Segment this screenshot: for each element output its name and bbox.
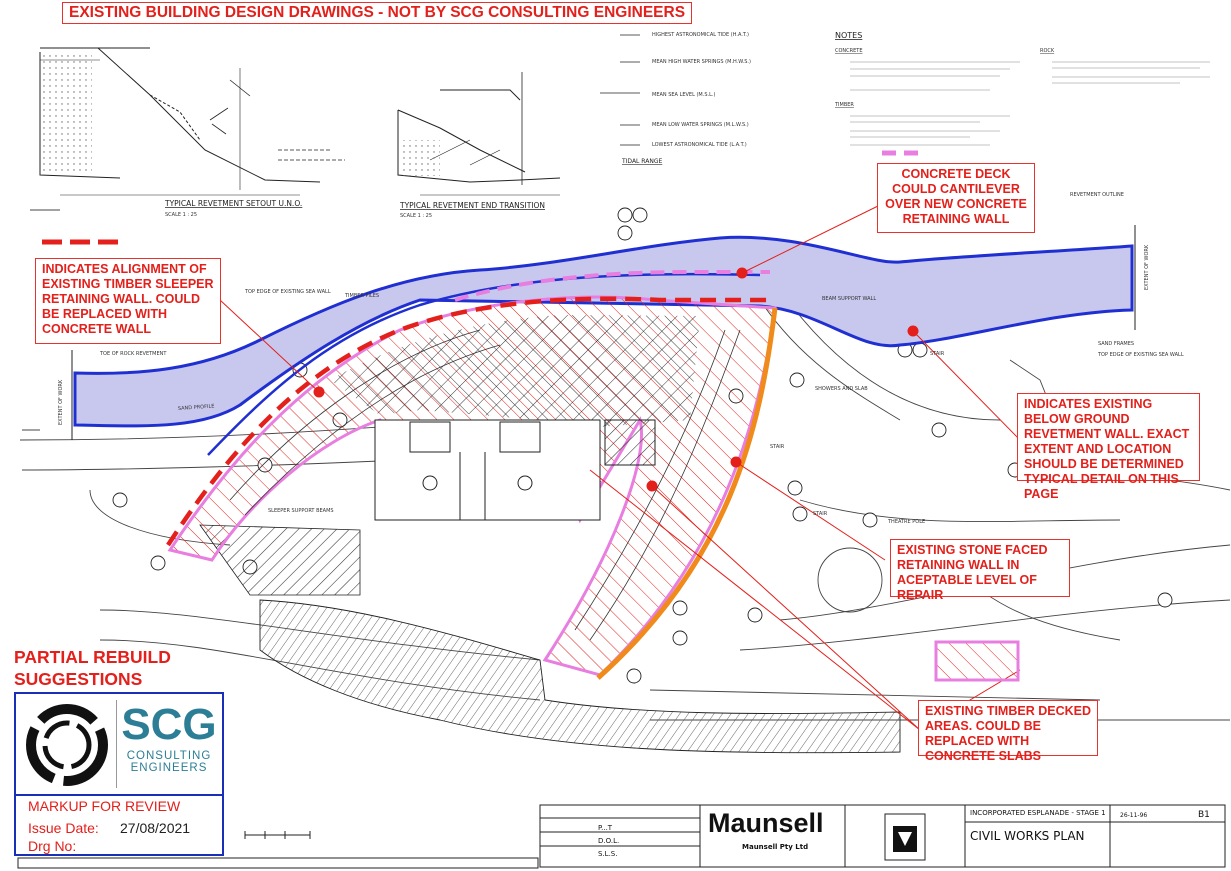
designed-by: D.O.L.: [598, 837, 620, 845]
drawing-number-label: Drg No:: [28, 838, 77, 854]
label-showers: SHOWERS AND SLAB: [815, 386, 868, 392]
tide-hat: HIGHEST ASTRONOMICAL TIDE (H.A.T.): [652, 32, 749, 38]
tide-msl: MEAN SEA LEVEL (M.S.L.): [652, 92, 715, 98]
notes-title: NOTES: [835, 31, 862, 40]
tidal-range-title: TIDAL RANGE: [621, 158, 662, 165]
partial-rebuild-heading: PARTIAL REBUILD SUGGESTIONS: [14, 647, 171, 689]
tide-lat: LOWEST ASTRONOMICAL TIDE (L.A.T.): [652, 142, 747, 148]
section1-scale: SCALE 1 : 25: [165, 212, 197, 218]
label-sand-frames: SAND FRAMES: [1098, 341, 1134, 347]
disclaimer-banner: EXISTING BUILDING DESIGN DRAWINGS - NOT …: [62, 2, 693, 24]
revetment-inner-line: [207, 272, 761, 456]
label-sand-profile: SAND PROFILE: [178, 403, 215, 412]
deck-crosshatch: [330, 315, 700, 430]
scg-logo-text: SCG: [121, 700, 217, 749]
issue-date-value: 27/08/2021: [120, 820, 191, 836]
building-outline: [374, 419, 656, 521]
deck-boardwalk-lines: [229, 329, 741, 641]
scg-logo-block: SCG CONSULTING ENGINEERS: [116, 700, 221, 788]
stamp-markup-section: MARKUP FOR REVIEW Issue Date: 27/08/2021…: [16, 794, 222, 854]
label-extent-left: EXTENT OF WORK: [58, 379, 64, 425]
label-stair-1: STAIR: [770, 444, 785, 450]
label-toe-rock: TOE OF ROCK REVETMENT: [99, 351, 167, 357]
company-name: Maunsell: [708, 808, 824, 838]
revetment-setout-section: [39, 47, 345, 196]
title-block-frame: [17, 804, 1226, 869]
markup-label: MARKUP FOR REVIEW: [28, 798, 181, 814]
section1-title: TYPICAL REVETMENT SETOUT U.N.O.: [164, 199, 302, 208]
callout-stone-wall: EXISTING STONE FACED RETAINING WALL IN A…: [890, 539, 1070, 602]
revetment-transition-section: [397, 72, 561, 196]
issue-date-label: Issue Date:: [28, 820, 99, 836]
dashed-pink-deck-line: [454, 270, 770, 302]
label-extent-right: EXTENT OF WORK: [1144, 244, 1150, 290]
timber-deck-legend-swatch: [934, 640, 1020, 682]
notes-timber-heading: TIMBER: [834, 102, 854, 108]
label-beam-support: BEAM SUPPORT WALL: [822, 296, 876, 302]
scg-logo-sub1: CONSULTING: [126, 750, 212, 762]
scale-bar: [244, 831, 311, 839]
maunsell-emblem: [884, 813, 926, 861]
label-top-sea-wall: TOP EDGE OF EXISTING SEA WALL: [244, 289, 331, 295]
callout-timber-sleeper-wall: INDICATES ALIGNMENT OF EXISTING TIMBER S…: [35, 258, 221, 344]
drawing-title: CIVIL WORKS PLAN: [970, 829, 1085, 843]
existing-paving-zone: [259, 599, 901, 754]
callout-revetment-wall: INDICATES EXISTING BELOW GROUND REVETMEN…: [1017, 393, 1200, 501]
label-theatre-pole: THEATRE POLE: [887, 519, 925, 525]
review-stamp: SCG CONSULTING ENGINEERS MARKUP FOR REVI…: [14, 692, 224, 856]
drawn-by: P...T: [598, 824, 613, 832]
stone-retaining-wall-line: [596, 307, 778, 680]
label-stair-3: STAIR: [930, 351, 945, 357]
notes-lines: [850, 61, 1210, 146]
scg-logo-ring: [26, 704, 108, 786]
notes-rock-heading: ROCK: [1040, 48, 1055, 54]
revetment-band: [73, 235, 1134, 428]
label-revetment-outline: REVETMENT OUTLINE: [1070, 192, 1124, 198]
scg-logo-sub2: ENGINEERS: [130, 762, 208, 774]
label-top-sea-wall-right: TOP EDGE OF EXISTING SEA WALL: [1097, 352, 1184, 358]
steps-zone: [199, 524, 361, 596]
revision: B1: [1198, 810, 1210, 820]
notes-concrete-heading: CONCRETE: [835, 48, 863, 54]
label-stair-2: STAIR: [813, 511, 828, 517]
extent-markers: [71, 225, 1136, 440]
tide-mhws: MEAN HIGH WATER SPRINGS (M.H.W.S.): [652, 59, 751, 65]
drawing-date: 26-11-96: [1120, 812, 1148, 819]
timber-sleeper-wall-line: [166, 296, 770, 547]
checked-by: S.L.S.: [598, 850, 618, 858]
project-name: INCORPORATED ESPLANADE - STAGE 1: [970, 809, 1106, 817]
callout-timber-deck: EXISTING TIMBER DECKED AREAS. COULD BE R…: [918, 700, 1098, 763]
company-subtitle: Maunsell Pty Ltd: [742, 843, 809, 851]
label-sleeper-beams: SLEEPER SUPPORT BEAMS: [268, 508, 334, 514]
section2-title: TYPICAL REVETMENT END TRANSITION: [399, 201, 545, 210]
label-timber-piles: TIMBER PILES: [344, 293, 379, 299]
callout-concrete-deck: CONCRETE DECK COULD CANTILEVER OVER NEW …: [877, 163, 1035, 233]
tidal-levels: [600, 34, 640, 146]
section2-scale: SCALE 1 : 25: [400, 213, 432, 219]
tide-mlws: MEAN LOW WATER SPRINGS (M.L.W.S.): [652, 122, 749, 128]
